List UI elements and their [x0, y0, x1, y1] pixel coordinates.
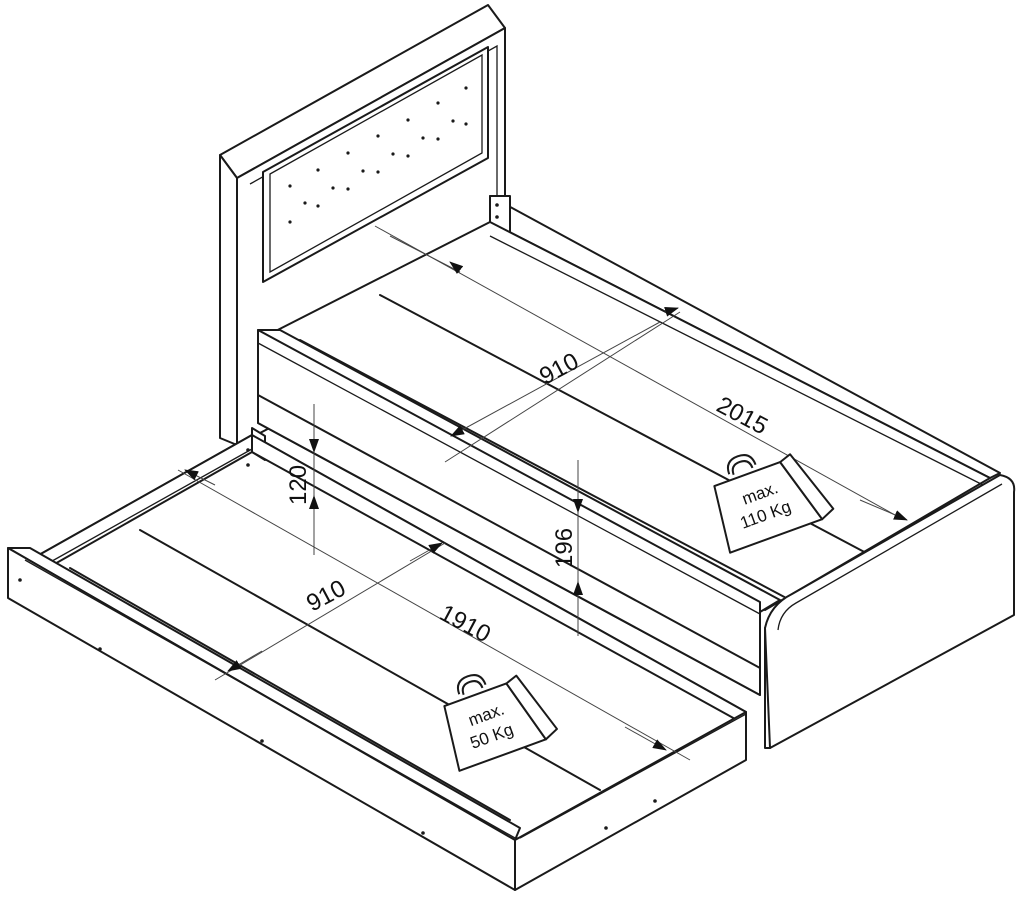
dimension-labels: 910 2015 910 1910 120 196 — [285, 348, 772, 649]
trundle-weight-icon: max. 50 Kg — [443, 674, 558, 772]
bed-weight-icon: max. 110 Kg — [713, 453, 835, 554]
bed-frame — [219, 4, 1016, 749]
footboard — [764, 474, 1016, 749]
front-side-rail — [257, 329, 781, 696]
dimension-lines — [177, 225, 908, 761]
tufting-buttons — [288, 86, 468, 224]
trundle-height-label: 120 — [285, 465, 312, 505]
trundle-drawer — [7, 427, 747, 891]
bed-frame-height-label: 196 — [551, 528, 578, 568]
